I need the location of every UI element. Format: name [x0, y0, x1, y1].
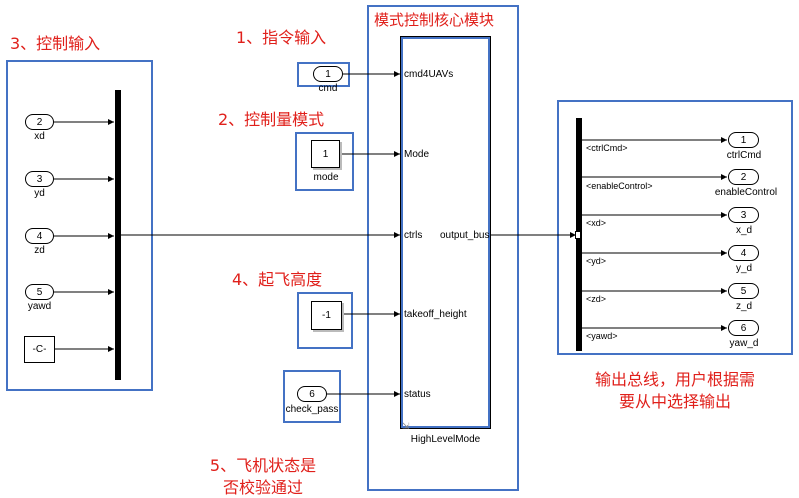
- outport-z-d[interactable]: 5: [728, 283, 759, 299]
- core-module-box: [367, 5, 519, 491]
- bus-signal-yawd: <yawd>: [586, 331, 618, 341]
- highlevelmode-subsystem[interactable]: [400, 36, 491, 429]
- outport-z-d-label: z_d: [735, 301, 753, 312]
- output-annotation-line1: 输出总线，用户根据需: [594, 370, 755, 389]
- status-annotation-line2: 否校验通过: [222, 478, 303, 497]
- outport-x-d-label: x_d: [735, 225, 753, 236]
- inport-yawd[interactable]: 5: [25, 284, 54, 300]
- outport-yaw-d[interactable]: 6: [728, 320, 759, 336]
- outport-ctrlcmd[interactable]: 1: [728, 132, 759, 148]
- mode-const-highlight-box: [295, 132, 354, 191]
- inport-xd[interactable]: 2: [25, 114, 54, 130]
- inport-yd-label: yd: [34, 188, 45, 199]
- constant-block[interactable]: -C-: [24, 336, 55, 363]
- check-pass-inport-label: check_pass: [285, 404, 339, 415]
- inport-yd[interactable]: 3: [25, 171, 54, 187]
- ctrl-mode-annotation: 2、控制量模式: [218, 110, 325, 129]
- check-port-highlight-box: [283, 370, 341, 423]
- takeoff-const-highlight-box: [297, 292, 353, 349]
- cmd-input-annotation: 1、指令输入: [236, 28, 327, 47]
- subsystem-port-ctrls: ctrls: [404, 230, 423, 241]
- takeoff-annotation: 4、起飞高度: [232, 270, 323, 289]
- outport-yaw-d-label: yaw_d: [729, 338, 759, 349]
- subsystem-port-output-bus: output_bus: [440, 230, 490, 241]
- cmd-inport-label: cmd: [318, 83, 338, 94]
- mode-constant-label: mode: [313, 172, 339, 183]
- outport-ctrlcmd-label: ctrlCmd: [726, 150, 762, 161]
- subsystem-port-cmd4uavs: cmd4UAVs: [404, 69, 454, 80]
- outport-x-d[interactable]: 3: [728, 207, 759, 223]
- takeoff-constant-block[interactable]: -1: [311, 301, 342, 330]
- outport-y-d-label: y_d: [735, 263, 753, 274]
- inport-zd[interactable]: 4: [25, 228, 54, 244]
- subsystem-name-label: HighLevelMode: [410, 434, 481, 445]
- ctrl-input-annotation: 3、控制输入: [10, 34, 101, 53]
- mode-constant-block[interactable]: 1: [311, 140, 340, 168]
- cmd-inport[interactable]: 1: [313, 66, 343, 82]
- subsystem-port-takeoff-height: takeoff_height: [404, 309, 467, 320]
- bus-signal-ctrlcmd: <ctrlCmd>: [586, 143, 628, 153]
- outport-enablecontrol[interactable]: 2: [728, 169, 759, 185]
- outport-enablecontrol-label: enableControl: [714, 187, 778, 198]
- bus-signal-zd: <zd>: [586, 294, 607, 304]
- output-annotation-line2: 要从中选择输出: [618, 392, 731, 411]
- inport-zd-label: zd: [34, 245, 45, 256]
- control-input-group-box: [6, 60, 153, 391]
- module-title: 模式控制核心模块: [374, 11, 495, 29]
- inport-xd-label: xd: [34, 131, 45, 142]
- bus-signal-yd: <yd>: [586, 256, 607, 266]
- output-group-box: [557, 100, 793, 355]
- status-annotation-line1: 5、飞机状态是: [209, 456, 317, 475]
- outport-y-d[interactable]: 4: [728, 245, 759, 261]
- bus-signal-xd: <xd>: [586, 218, 607, 228]
- bus-selector-input-port-icon: [575, 231, 581, 239]
- subsystem-port-mode: Mode: [404, 149, 430, 160]
- bus-signal-enablecontrol: <enableControl>: [586, 181, 653, 191]
- mux-block[interactable]: [115, 90, 121, 380]
- inport-yawd-label: yawd: [27, 301, 52, 312]
- subsystem-corner-icon: ⇲: [402, 421, 410, 431]
- check-pass-inport[interactable]: 6: [297, 386, 327, 402]
- subsystem-port-status: status: [404, 389, 431, 400]
